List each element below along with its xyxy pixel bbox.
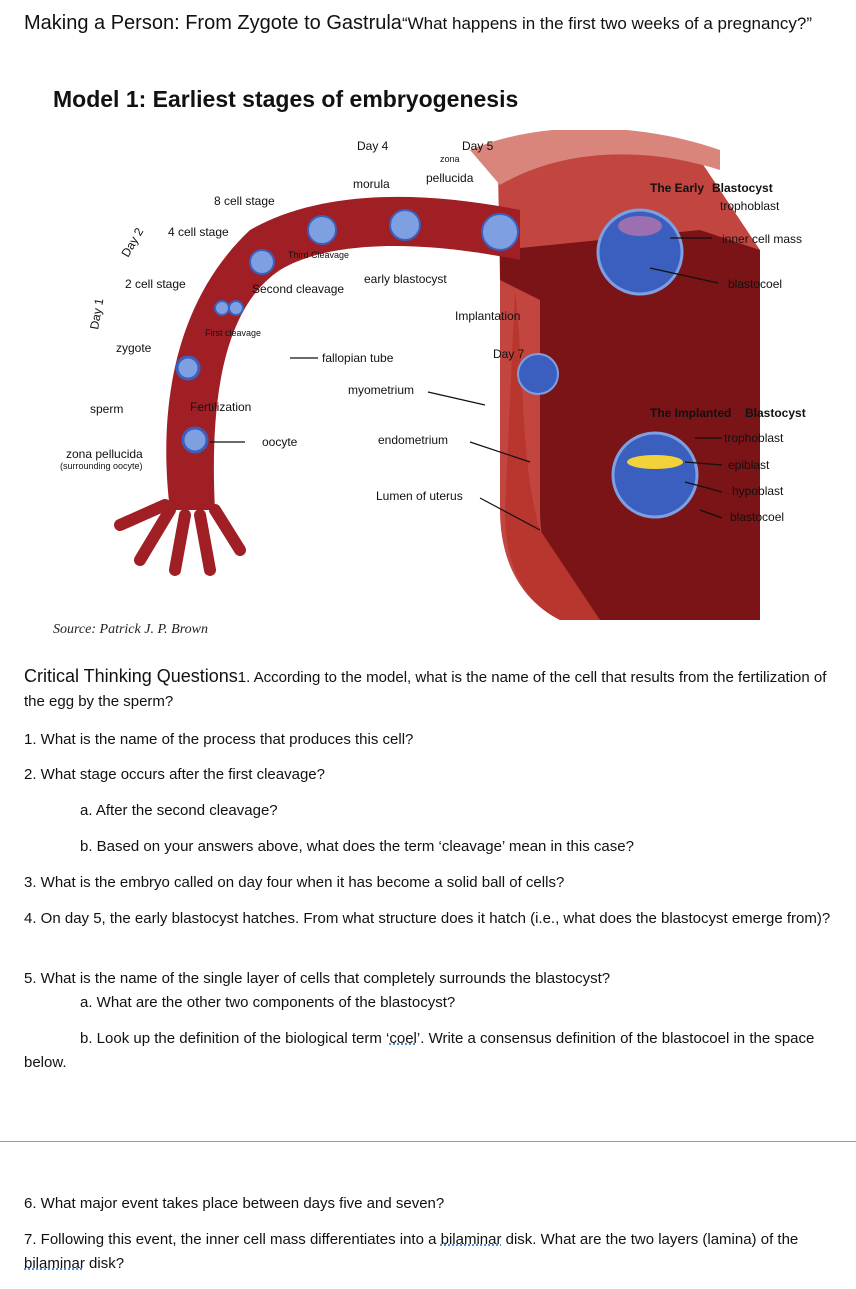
oocyte-cell [181,426,209,454]
inner-cell-mass [618,216,662,236]
implanted-blastocyst-large [611,431,699,519]
question-intro: Critical Thinking Questions1. According … [24,664,834,714]
question-5b-pre: b. Look up the definition of the biologi… [80,1030,390,1047]
label-implanted-blastocyst-title: Blastocyst [745,406,806,420]
question-1: 1. What is the name of the process that … [24,731,414,748]
morula-cell [389,209,421,241]
implanted-blastocyst-small [517,353,559,395]
label-hypoblast: hypoblast [732,484,784,498]
label-day7: Day 7 [493,347,525,361]
critical-thinking-heading: Critical Thinking Questions [24,666,238,686]
label-sperm: sperm [90,402,123,416]
term-bilaminar: bilaminar [440,1231,502,1248]
label-the-implanted: The Implanted [650,406,731,420]
question-5: 5. What is the name of the single layer … [24,970,611,987]
label-day5: Day 5 [462,139,494,153]
tube-fimbriae [114,499,246,576]
eight-cell [307,215,337,245]
embryogenesis-figure: Day 4 Day 5 zona pellucida morula 8 cell… [60,130,806,621]
four-cell [249,249,275,275]
question-7: 7. Following this event, the inner cell … [24,1228,834,1276]
question-5b: b. Look up the definition of the biologi… [24,1027,834,1075]
title-main: Making a Person: From Zygote to Gastrula [24,12,402,34]
label-day1: Day 1 [87,297,106,331]
label-4-cell: 4 cell stage [168,225,229,239]
early-blastocyst-large [596,208,684,296]
page-divider [0,1141,856,1142]
label-zona-pellucida: zona pellucida [66,447,143,461]
question-7-pre: 7. Following this event, the inner cell … [24,1231,441,1248]
label-trophoblast-2: trophoblast [724,431,784,445]
label-first-cleavage: First cleavage [205,328,261,338]
label-oocyte: oocyte [262,435,298,449]
question-5a: a. What are the other two components of … [80,994,456,1011]
question-2a: a. After the second cleavage? [80,802,278,819]
label-lumen-of-uterus: Lumen of uterus [376,489,463,503]
label-trophoblast: trophoblast [720,199,780,213]
label-implantation: Implantation [455,309,520,323]
question-4: 4. On day 5, the early blastocyst hatche… [24,910,831,927]
uterus-lumen [500,230,760,620]
label-blastocoel: blastocoel [728,277,782,291]
label-endometrium: endometrium [378,433,448,447]
label-early-blastocyst: early blastocyst [364,272,447,286]
term-coel: coel [389,1030,417,1047]
model-title: Model 1: Earliest stages of embryogenesi… [53,86,519,112]
label-2-cell: 2 cell stage [125,277,186,291]
label-epiblast: epiblast [728,458,770,472]
question-7-mid: disk. What are the two layers (lamina) o… [501,1231,799,1248]
zygote-cell [175,355,201,381]
label-myometrium: myometrium [348,383,414,397]
label-day4: Day 4 [357,139,389,153]
question-2b: b. Based on your answers above, what doe… [80,838,634,855]
label-inner-cell-mass: inner cell mass [722,232,802,246]
question-6: 6. What major event takes place between … [24,1195,445,1212]
label-zygote: zygote [116,341,152,355]
two-cell-a [214,300,230,316]
figure-source: Source: Patrick J. P. Brown [53,622,209,637]
question-7-post: disk? [84,1255,125,1272]
question-3: 3. What is the embryo called on day four… [24,874,565,891]
label-day2: Day 2 [118,225,146,259]
label-8-cell: 8 cell stage [214,194,275,208]
fallopian-tube [166,196,520,510]
epiblast-layer [627,455,683,469]
question-intro-text: 1. According to the model, what is the n… [24,669,827,710]
label-zona: zona [440,154,460,164]
title-question: “What happens in the first two weeks of … [401,14,813,33]
label-the-early: The Early [650,181,704,195]
label-third-cleavage: Third Cleavage [288,250,349,260]
label-surrounding-oocyte: (surrounding oocyte) [60,461,143,471]
uterus-outer [470,130,720,185]
endometrium-layer [505,290,600,620]
term-bilaminar-2: bilaminar [24,1255,85,1272]
label-blastocoel-2: blastocoel [730,510,784,524]
two-cell-b [228,300,244,316]
question-5b-post: ’. Write a consensus definition of the b… [24,1030,815,1071]
label-morula: morula [353,177,390,191]
early-blastocyst-cell [481,213,519,251]
document-title: Making a Person: From Zygote to Gastrula… [24,8,824,39]
label-second-cleavage: Second cleavage [252,282,344,296]
question-2: 2. What stage occurs after the first cle… [24,766,325,783]
label-fertilization: Fertilization [190,400,251,414]
label-pellucida: pellucida [426,171,474,185]
label-fallopian-tube: fallopian tube [322,351,394,365]
label-blastocyst-title: Blastocyst [712,181,773,195]
pointer-lines [210,237,723,531]
